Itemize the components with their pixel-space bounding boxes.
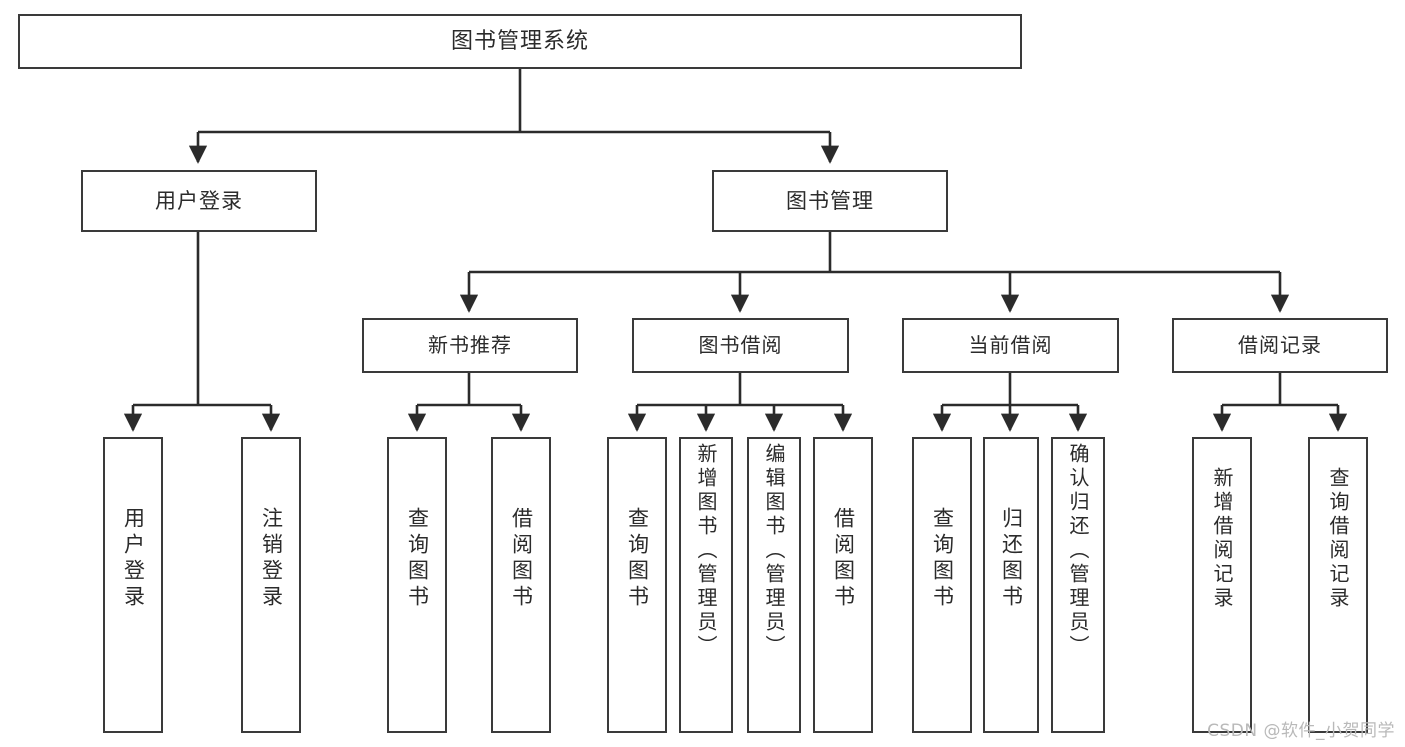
leaf-query-book-current[interactable]: 查询图书 — [912, 437, 972, 733]
node-label: 查询图书 — [930, 507, 955, 611]
node-root-book-management-system[interactable]: 图书管理系统 — [18, 14, 1022, 69]
node-label: 查询图书 — [405, 507, 430, 611]
node-book-management[interactable]: 图书管理 — [712, 170, 948, 232]
node-label: 查询图书 — [625, 507, 650, 611]
leaf-query-book-borrow[interactable]: 查询图书 — [607, 437, 667, 733]
node-book-borrow[interactable]: 图书借阅 — [632, 318, 849, 373]
node-current-borrow[interactable]: 当前借阅 — [902, 318, 1119, 373]
node-label: 当前借阅 — [968, 333, 1053, 357]
leaf-confirm-return-admin[interactable]: 确认归还（管理员） — [1051, 437, 1105, 733]
node-borrow-record[interactable]: 借阅记录 — [1172, 318, 1388, 373]
node-label: 查询借阅记录 — [1326, 467, 1350, 611]
node-label: 图书管理系统 — [450, 28, 589, 54]
node-label: 用户登录 — [121, 507, 146, 611]
node-label: 图书借阅 — [698, 333, 783, 357]
node-label: 用户登录 — [155, 188, 243, 213]
node-label: 新增图书（管理员） — [694, 443, 718, 659]
watermark: CSDN @软件_小贺同学 — [1207, 721, 1395, 741]
node-label: 借阅图书 — [831, 507, 856, 611]
node-label: 图书管理 — [786, 188, 874, 213]
node-label: 归还图书 — [999, 507, 1024, 611]
node-label: 借阅记录 — [1238, 333, 1322, 357]
leaf-logout[interactable]: 注销登录 — [241, 437, 301, 733]
leaf-add-borrow-record[interactable]: 新增借阅记录 — [1192, 437, 1252, 733]
leaf-borrow-book[interactable]: 借阅图书 — [813, 437, 873, 733]
leaf-add-book-admin[interactable]: 新增图书（管理员） — [679, 437, 733, 733]
node-label: 借阅图书 — [509, 507, 534, 611]
node-label: 注销登录 — [259, 507, 284, 611]
leaf-borrow-book-recommend[interactable]: 借阅图书 — [491, 437, 551, 733]
leaf-query-book-recommend[interactable]: 查询图书 — [387, 437, 447, 733]
node-label: 新书推荐 — [428, 333, 512, 357]
node-label: 新增借阅记录 — [1210, 467, 1234, 611]
leaf-return-book[interactable]: 归还图书 — [983, 437, 1039, 733]
leaf-user-login[interactable]: 用户登录 — [103, 437, 163, 733]
leaf-query-borrow-record[interactable]: 查询借阅记录 — [1308, 437, 1368, 733]
node-new-book-recommend[interactable]: 新书推荐 — [362, 318, 578, 373]
node-label: 编辑图书（管理员） — [762, 443, 786, 659]
node-label: 确认归还（管理员） — [1066, 443, 1090, 659]
leaf-edit-book-admin[interactable]: 编辑图书（管理员） — [747, 437, 801, 733]
node-user-login[interactable]: 用户登录 — [81, 170, 317, 232]
